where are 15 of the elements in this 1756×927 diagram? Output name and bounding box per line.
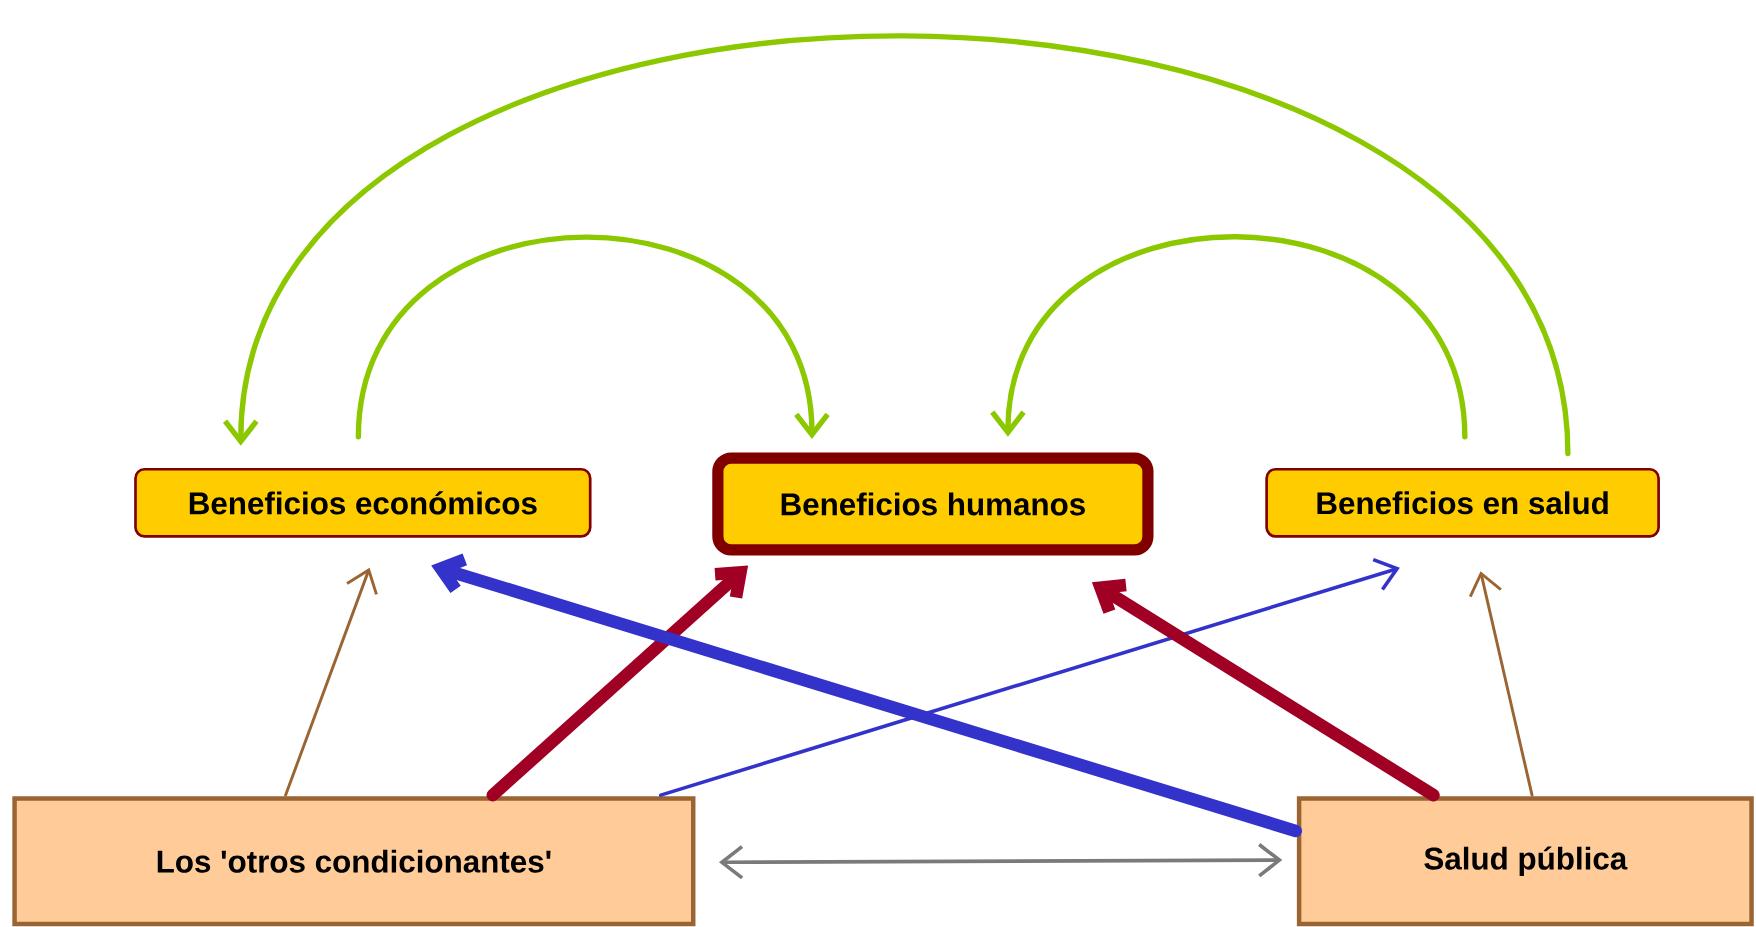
arrow xyxy=(1091,578,1440,802)
concept-box: Los 'otros condicionantes' xyxy=(12,796,696,927)
arrow xyxy=(1468,571,1534,797)
double-arrow xyxy=(719,842,1283,880)
highlighted-box: Beneficios humanos xyxy=(712,452,1154,556)
arrow xyxy=(486,565,749,802)
curved-arrow xyxy=(355,234,830,440)
concept-box: Beneficios en salud xyxy=(1265,467,1660,538)
concept-box: Beneficios económicos xyxy=(134,467,592,538)
curved-arrow xyxy=(223,33,1571,457)
arrow xyxy=(658,557,1400,797)
concept-box: Salud pública xyxy=(1296,796,1754,927)
curved-arrow xyxy=(990,234,1468,440)
arrow xyxy=(431,553,1302,838)
arrow xyxy=(284,567,378,797)
